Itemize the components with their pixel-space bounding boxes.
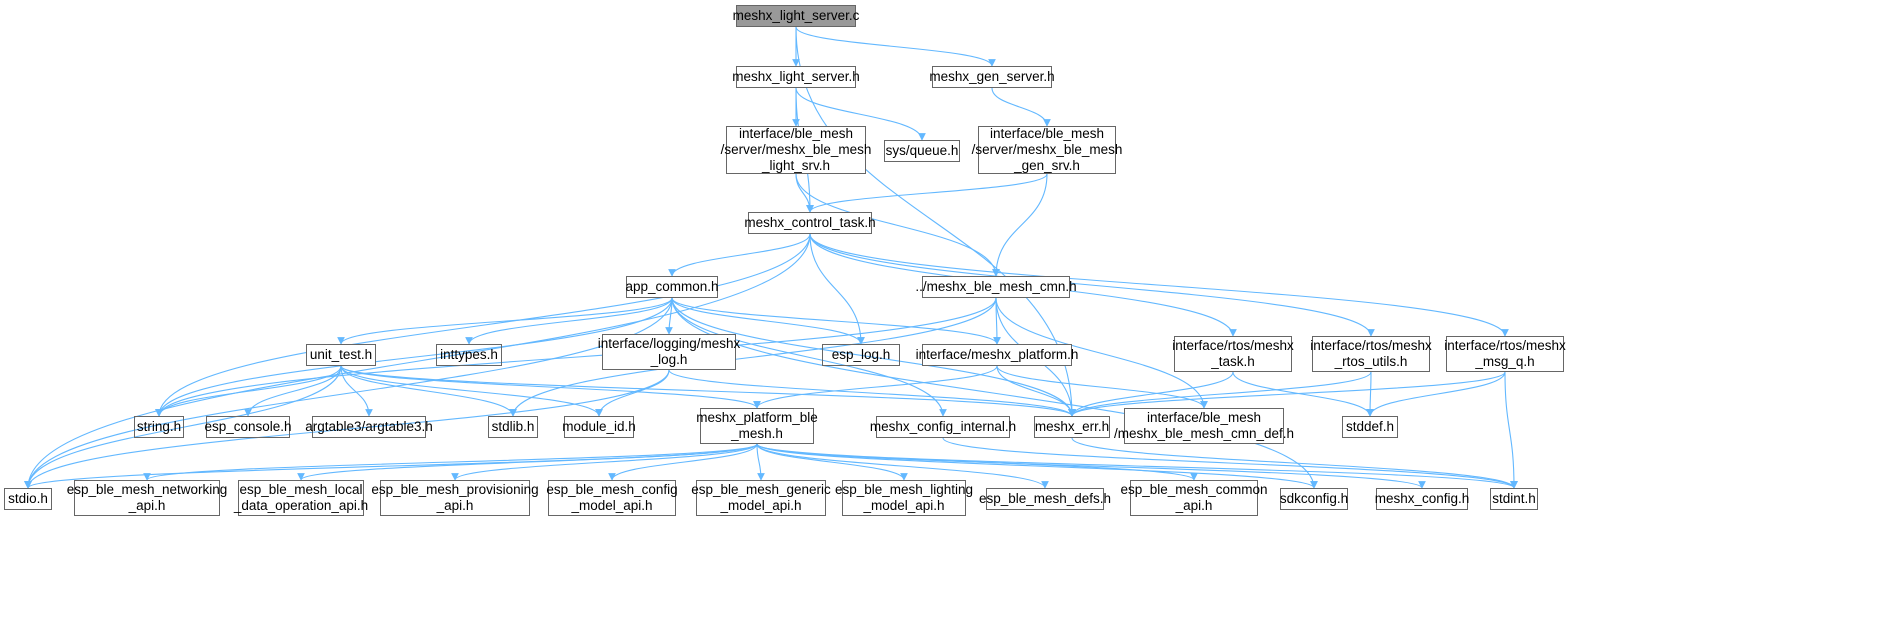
edge-app-common-h-to-stdio-h (24, 297, 673, 489)
edge-meshx-config-internal-h-to-stdint-h (942, 437, 1518, 489)
node-meshx-task-h[interactable]: interface/rtos/meshx _task.h (1172, 336, 1294, 372)
edge-unit-test-h-to-meshx-platform-ble-mesh-h (340, 365, 761, 409)
edge-interface-rtos-meshx-msg-q-h-to-meshx-err-h (1068, 371, 1506, 417)
edge-meshx-light-server-h-to-sys-queue-h (795, 87, 926, 141)
node-sdkconfig-h[interactable]: sdkconfig.h (1280, 488, 1348, 510)
edge-meshx-ble-mesh-cmn-h-to-interface-ble-mesh-meshx-ble-mesh-cmn-def-h (995, 297, 1208, 409)
node-argtable3-h[interactable]: argtable3/argtable3.h (305, 416, 433, 438)
edge-app-common-h-to-unit-test-h (337, 297, 673, 345)
node-unit-test-h[interactable]: unit_test.h (306, 344, 376, 366)
node-module-id-h[interactable]: module_id.h (562, 416, 636, 438)
edge-meshx-control-task-h-to-interface-rtos-meshx-msg-q-h (809, 233, 1509, 337)
edge-meshx-ble-mesh-cmn-h-to-string-h (155, 297, 997, 417)
node-inttypes-h[interactable]: inttypes.h (436, 344, 502, 366)
edge-meshx-platform-ble-mesh-h-to-esp-ble-mesh-provisioning-api-h (451, 443, 758, 481)
node-meshx-platform-ble-mesh-h[interactable]: meshx_platform_ble _mesh.h (696, 408, 818, 444)
edge-interface-rtos-meshx-msg-q-h-to-stddef-h (1366, 371, 1506, 417)
edge-meshx-control-task-h-to-esp-log-h (809, 233, 865, 345)
edge-meshx-platform-ble-mesh-h-to-stdint-h (756, 443, 1518, 489)
node-esp-ble-mesh-defs-h[interactable]: esp_ble_mesh_defs.h (979, 488, 1111, 510)
edge-interface-meshx-platform-h-to-interface-ble-mesh-meshx-ble-mesh-cmn-def-h (996, 365, 1208, 409)
edge-interface-ble-mesh-server-meshx-ble-mesh-light-srv-h-to-meshx-ble-mesh-cmn-h (795, 173, 1000, 277)
edge-interface-ble-mesh-server-meshx-ble-mesh-gen-srv-h-to-meshx-control-task-h (806, 173, 1048, 213)
edge-meshx-light-server-c-to-meshx-gen-server-h (795, 26, 996, 67)
edge-meshx-gen-server-h-to-interface-ble-mesh-server-meshx-ble-mesh-gen-srv-h (991, 87, 1051, 127)
node-meshx-log-h[interactable]: interface/logging/meshx _log.h (598, 334, 740, 370)
edge-app-common-h-to-esp-log-h (671, 297, 865, 345)
edge-meshx-err-h-to-stdint-h (1071, 437, 1518, 489)
node-esp-ble-mesh-lighting-model-api-h[interactable]: esp_ble_mesh_lighting _model_api.h (835, 480, 973, 516)
node-esp-ble-mesh-local-data-operation-api-h[interactable]: esp_ble_mesh_local _data_operation_api.h (234, 480, 368, 516)
edge-interface-ble-mesh-server-meshx-ble-mesh-gen-srv-h-to-meshx-ble-mesh-cmn-h (992, 173, 1048, 277)
edge-app-common-h-to-sdkconfig-h (671, 297, 1318, 489)
edge-meshx-platform-ble-mesh-h-to-esp-ble-mesh-config-model-api-h (608, 443, 758, 481)
node-meshx-ble-mesh-light-srv-h[interactable]: interface/ble_mesh /server/meshx_ble_mes… (720, 126, 872, 174)
node-string-h[interactable]: string.h (134, 416, 184, 438)
edge-meshx-control-task-h-to-app-common-h (668, 233, 811, 277)
edge-unit-test-h-to-module-id-h (340, 365, 603, 417)
edge-meshx-platform-ble-mesh-h-to-esp-ble-mesh-lighting-model-api-h (756, 443, 908, 481)
edge-meshx-platform-ble-mesh-h-to-esp-ble-mesh-local-data-operation-api-h (297, 443, 758, 481)
node-meshx-ble-mesh-cmn-h[interactable]: ../meshx_ble_mesh_cmn.h (915, 276, 1077, 298)
edge-interface-logging-meshx-log-h-to-stdio-h (24, 369, 670, 489)
node-stdio-h[interactable]: stdio.h (4, 488, 52, 510)
edge-unit-test-h-to-stdio-h (24, 365, 342, 489)
node-esp-ble-mesh-config-model-api-h[interactable]: esp_ble_mesh_config _model_api.h (546, 480, 678, 516)
edge-interface-rtos-meshx-rtos-utils-h-to-stddef-h (1366, 371, 1374, 417)
edge-unit-test-h-to-argtable3-argtable3-h (340, 365, 373, 417)
node-meshx-control-task-h[interactable]: meshx_control_task.h (744, 212, 876, 234)
edge-meshx-control-task-h-to-interface-rtos-meshx-rtos-utils-h (809, 233, 1375, 337)
edge-unit-test-h-to-esp-console-h (244, 365, 342, 417)
edge-app-common-h-to-string-h (155, 297, 673, 417)
edge-meshx-control-task-h-to-stdio-h (24, 233, 811, 489)
node-meshx-config-internal-h[interactable]: meshx_config_internal.h (870, 416, 1016, 438)
edge-interface-logging-meshx-log-h-to-meshx-err-h (668, 369, 1076, 417)
edge-app-common-h-to-meshx-config-internal-h (671, 297, 947, 417)
edge-app-common-h-to-interface-meshx-platform-h (671, 297, 1001, 345)
node-meshx-err-h[interactable]: meshx_err.h (1034, 416, 1110, 438)
edge-meshx-ble-mesh-cmn-h-to-stdlib-h (509, 297, 997, 417)
edge-meshx-platform-ble-mesh-h-to-sdkconfig-h (756, 443, 1318, 489)
node-esp-console-h[interactable]: esp_console.h (204, 416, 292, 438)
node-stdlib-h[interactable]: stdlib.h (488, 416, 538, 438)
node-esp-log-h[interactable]: esp_log.h (822, 344, 900, 366)
node-meshx-platform-h[interactable]: interface/meshx_platform.h (916, 344, 1078, 366)
node-meshx-light-server-h[interactable]: meshx_light_server.h (732, 66, 860, 88)
node-esp-ble-mesh-provisioning-api-h[interactable]: esp_ble_mesh_provisioning _api.h (371, 480, 539, 516)
edge-interface-rtos-meshx-task-h-to-meshx-err-h (1068, 371, 1234, 417)
edge-meshx-platform-ble-mesh-h-to-esp-ble-mesh-defs-h (756, 443, 1049, 489)
edge-meshx-control-task-h-to-string-h (155, 233, 811, 417)
edge-interface-meshx-platform-h-to-meshx-err-h (996, 365, 1076, 417)
node-meshx-gen-server-h[interactable]: meshx_gen_server.h (929, 66, 1055, 88)
node-esp-ble-mesh-common-api-h[interactable]: esp_ble_mesh_common _api.h (1120, 480, 1268, 516)
edge-interface-meshx-platform-h-to-meshx-platform-ble-mesh-h (753, 365, 998, 409)
node-meshx-config-h[interactable]: meshx_config.h (1375, 488, 1469, 510)
edge-interface-rtos-meshx-task-h-to-stddef-h (1232, 371, 1374, 417)
edge-meshx-platform-ble-mesh-h-to-esp-ble-mesh-networking-api-h (143, 443, 758, 481)
edge-meshx-platform-ble-mesh-h-to-meshx-config-h (756, 443, 1426, 489)
edge-unit-test-h-to-stdlib-h (340, 365, 517, 417)
node-stdint-h[interactable]: stdint.h (1490, 488, 1538, 510)
node-meshx-rtos-utils-h[interactable]: interface/rtos/meshx _rtos_utils.h (1310, 336, 1432, 372)
node-app-common-h[interactable]: app_common.h (625, 276, 719, 298)
node-meshx-ble-mesh-cmn-def-h[interactable]: interface/ble_mesh /meshx_ble_mesh_cmn_d… (1114, 408, 1294, 444)
edge-unit-test-h-to-meshx-err-h (340, 365, 1076, 417)
node-stddef-h[interactable]: stddef.h (1342, 416, 1398, 438)
edge-meshx-platform-ble-mesh-h-to-esp-ble-mesh-generic-model-api-h (756, 443, 765, 481)
edge-interface-rtos-meshx-rtos-utils-h-to-meshx-err-h (1068, 371, 1372, 417)
edge-interface-rtos-meshx-msg-q-h-to-stdint-h (1504, 371, 1518, 489)
node-meshx-ble-mesh-gen-srv-h[interactable]: interface/ble_mesh /server/meshx_ble_mes… (971, 126, 1123, 174)
node-esp-ble-mesh-generic-model-api-h[interactable]: esp_ble_mesh_generic _model_api.h (691, 480, 831, 516)
node-esp-ble-mesh-networking-api-h[interactable]: esp_ble_mesh_networking _api.h (67, 480, 227, 516)
edge-app-common-h-to-meshx-err-h (671, 297, 1076, 417)
node-meshx-msg-q-h[interactable]: interface/rtos/meshx _msg_q.h (1444, 336, 1566, 372)
node-meshx-light-server-c[interactable]: meshx_light_server.c (733, 5, 859, 27)
node-sys-queue-h[interactable]: sys/queue.h (884, 140, 960, 162)
edge-app-common-h-to-inttypes-h (465, 297, 673, 345)
edge-unit-test-h-to-string-h (155, 365, 342, 417)
